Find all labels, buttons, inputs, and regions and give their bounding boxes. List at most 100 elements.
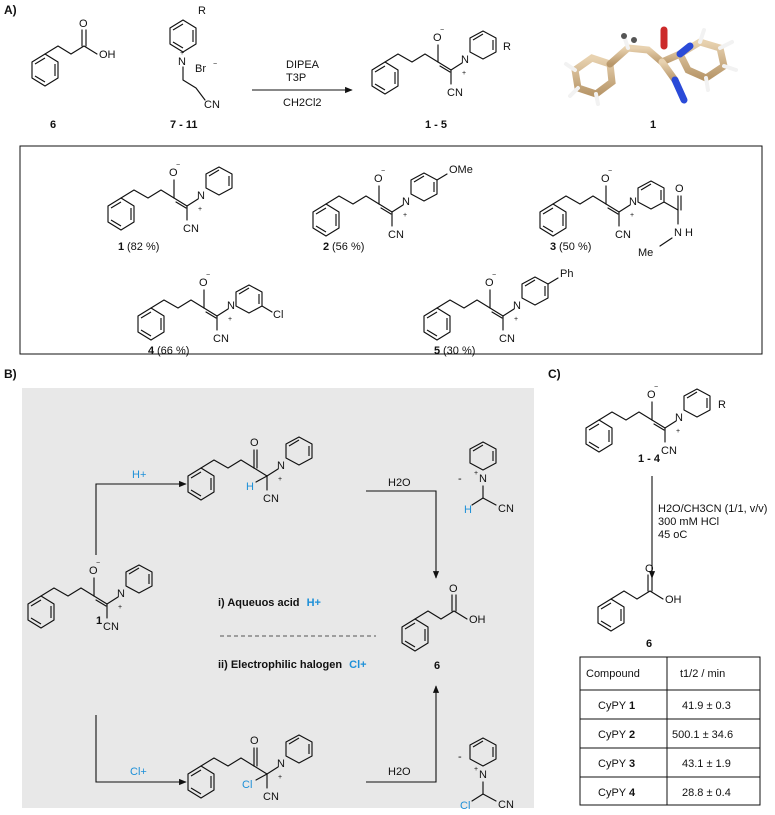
ylide-product-structure: O − N + R CN <box>371 27 511 99</box>
minus-charge: − <box>440 27 444 34</box>
product-yield: (50 %) <box>559 241 591 253</box>
water-reagent-bottom: H2O <box>388 766 411 778</box>
plus-charge: + <box>630 212 634 219</box>
nitrile-group: CN <box>183 223 199 235</box>
compound-1-5-label: 1 - 5 <box>425 119 447 131</box>
minus-charge: − <box>206 272 210 279</box>
r-substituent: R <box>503 41 511 53</box>
loss-dash-bottom: - <box>458 751 462 763</box>
hydrolysis-arrow-top <box>366 490 440 579</box>
oxide-oxygen: O <box>374 173 383 185</box>
table-row-value: 500.1 ± 34.6 <box>672 729 733 741</box>
ylide-compounds-1-4: O − N + R CN 1 - 4 <box>585 384 726 465</box>
plus-charge: + <box>474 470 478 477</box>
amide-hydrogen: H <box>685 227 693 239</box>
plus-charge: + <box>278 774 282 781</box>
benzene-ring <box>31 53 59 87</box>
acid-6-product-c: O OH 6 <box>597 563 682 650</box>
panel-c-label: C) <box>548 367 561 381</box>
nitrogen-atom: N <box>178 56 186 68</box>
nitrile-group: CN <box>213 333 229 345</box>
chloro-substituent: Cl <box>273 309 283 321</box>
added-proton: H <box>246 481 254 493</box>
nitrogen-atom: N <box>675 412 683 424</box>
condition-solvent-c: H2O/CH3CN (1/1, v/v) <box>658 503 767 515</box>
table-row-value: 41.9 ± 0.3 <box>682 700 731 712</box>
compound-7-11-label: 7 - 11 <box>170 119 198 131</box>
condition-dipea: DIPEA <box>286 59 320 71</box>
nitrogen-atom: N <box>513 300 521 312</box>
nitrogen-atom: N <box>197 190 205 202</box>
nitrile-group: CN <box>447 87 463 99</box>
ylide-compound-1: O − N + CN 1 <box>27 560 153 633</box>
plus-charge: + <box>228 316 232 323</box>
oxygen-atom: O <box>449 583 458 595</box>
product-id: 2 <box>323 241 329 253</box>
methyl-group: Me <box>638 247 653 259</box>
panel-a-label: A) <box>4 3 17 17</box>
product-id: 4 <box>148 345 155 357</box>
compound-6-label: 6 <box>646 638 652 650</box>
product-1: O − N + CN 1 (82 %) <box>107 162 233 253</box>
acid-6-product-b: O OH 6 <box>401 583 486 672</box>
condition-t3p: T3P <box>286 72 306 84</box>
compound-range-label: 1 - 4 <box>638 453 661 465</box>
product-5: O − N + Ph CN 5 (30 %) <box>423 268 573 357</box>
r-substituent: R <box>718 399 726 411</box>
proton-atom: H <box>464 504 472 516</box>
protonated-intermediate: O N + H CN <box>187 436 313 505</box>
condition-solvent: CH2Cl2 <box>283 97 322 109</box>
oxide-oxygen: O <box>89 565 98 577</box>
phenyl-substituent: Ph <box>560 268 573 280</box>
nitrogen-atom: N <box>117 588 125 600</box>
product-yield: (82 %) <box>127 241 159 253</box>
panel-b-label: B) <box>4 367 17 381</box>
compound-6-label: 6 <box>50 119 56 131</box>
table-row-compound: CyPY 2 <box>598 729 635 741</box>
plus-charge: + <box>180 50 184 57</box>
plus-charge: + <box>462 70 466 77</box>
product-yield: (56 %) <box>332 241 364 253</box>
chloro-pyridinium-byproduct: N + Cl CN <box>460 737 514 812</box>
chlorinated-intermediate: O N + Cl CN <box>187 734 313 803</box>
mechanism-background <box>22 388 534 808</box>
acid-pathway-arrow <box>95 480 187 555</box>
plus-charge: + <box>514 316 518 323</box>
proton-reagent: H+ <box>132 469 146 481</box>
minus-charge: − <box>176 162 180 169</box>
plus-charge: + <box>118 604 122 611</box>
added-chlorine: Cl <box>242 779 252 791</box>
minus-charge: − <box>492 272 496 279</box>
product-2: O − N + OMe CN 2 (56 %) <box>312 164 473 253</box>
condition-temperature-c: 45 oC <box>658 529 687 541</box>
compound-label: 1 <box>96 615 102 627</box>
nitrogen-atom: N <box>479 473 487 485</box>
product-id: 3 <box>550 241 556 253</box>
crystal-structure-model <box>564 26 738 106</box>
halogen-pathway-arrow <box>95 715 187 786</box>
nitrogen-atom: N <box>629 196 637 208</box>
table-header-compound: Compound <box>586 668 640 680</box>
methoxy-substituent: OMe <box>449 164 473 176</box>
chlorine-atom: Cl <box>460 800 470 812</box>
table-row-value: 43.1 ± 1.9 <box>682 758 731 770</box>
oxide-oxygen: O <box>169 167 178 179</box>
nitrile-group: CN <box>661 445 677 457</box>
minus-charge: − <box>654 384 658 391</box>
nitrogen-atom: N <box>479 769 487 781</box>
table-header-half-life: t1/2 / min <box>680 668 725 680</box>
table-row-compound: CyPY 1 <box>598 700 635 712</box>
hydroxyl-group: OH <box>99 49 116 61</box>
minus-charge: − <box>381 168 385 175</box>
plus-charge: + <box>474 766 478 773</box>
hydroxyl-group: OH <box>469 614 486 626</box>
product-id: 1 <box>118 241 124 253</box>
plus-charge: + <box>403 212 407 219</box>
nitrogen-atom: N <box>277 460 285 472</box>
chloronium-reagent: Cl+ <box>130 766 147 778</box>
product-4: O − N + Cl CN 4 (66 %) <box>137 272 283 357</box>
plus-charge: + <box>676 428 680 435</box>
product-3: O − N + O N H Me CN 3 (50 %) <box>539 168 693 259</box>
amide-oxygen: O <box>675 183 684 195</box>
